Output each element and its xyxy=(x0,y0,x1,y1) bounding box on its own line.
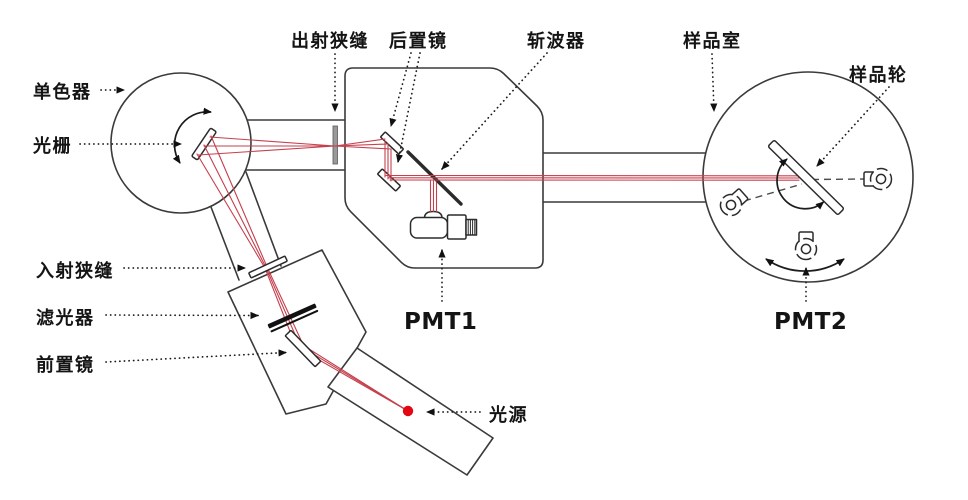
label-sample-wheel: 样品轮 xyxy=(849,64,908,86)
label-front-mirror: 前置镜 xyxy=(36,354,95,376)
detector-right-icon xyxy=(863,167,893,191)
filter-bar xyxy=(267,303,319,333)
label-chopper: 斩波器 xyxy=(527,30,586,52)
label-entrance-slit: 入射狭缝 xyxy=(36,260,114,282)
label-sample-chamber: 样品室 xyxy=(683,30,742,52)
excitation-beam xyxy=(196,135,803,412)
leader-sample-wheel xyxy=(816,86,890,167)
front-mirror-bar xyxy=(284,329,322,368)
label-light-source: 光源 xyxy=(488,404,528,426)
leader-chopper xyxy=(441,52,548,170)
label-exit-slit: 出射狭缝 xyxy=(291,30,369,52)
rear-mirror-upper xyxy=(380,131,404,155)
leader-sample-chamber xyxy=(710,53,718,112)
exit-tube xyxy=(245,119,346,171)
sample-wheel-rotation-arrow xyxy=(776,158,825,210)
detector-bottom-icon xyxy=(794,231,818,261)
label-rear-mirror: 后置镜 xyxy=(389,30,448,52)
detector-lower-left-icon xyxy=(719,188,749,217)
pmt1-body xyxy=(409,216,449,239)
grating-rotation-arrow xyxy=(172,107,212,164)
pmt1-device xyxy=(409,210,478,240)
label-monochromator: 单色器 xyxy=(33,81,92,103)
light-source-dot xyxy=(402,405,414,417)
leader-lines xyxy=(79,52,890,416)
entrance-slit-bar xyxy=(248,255,288,279)
pmt1-connector xyxy=(465,218,478,236)
monochromator-housing xyxy=(110,72,252,214)
label-pmt2: PMT2 xyxy=(774,309,847,335)
label-pmt1: PMT1 xyxy=(404,309,477,335)
leader-rear-mirror-2 xyxy=(395,52,421,163)
sample-tube xyxy=(542,152,707,203)
exit-slit-bar xyxy=(332,125,338,165)
label-grating: 光栅 xyxy=(32,135,72,157)
pmt1-neck xyxy=(446,214,467,240)
label-filter: 滤光器 xyxy=(36,307,95,329)
leader-filter xyxy=(105,311,259,320)
leader-rear-mirror-1 xyxy=(389,52,412,127)
